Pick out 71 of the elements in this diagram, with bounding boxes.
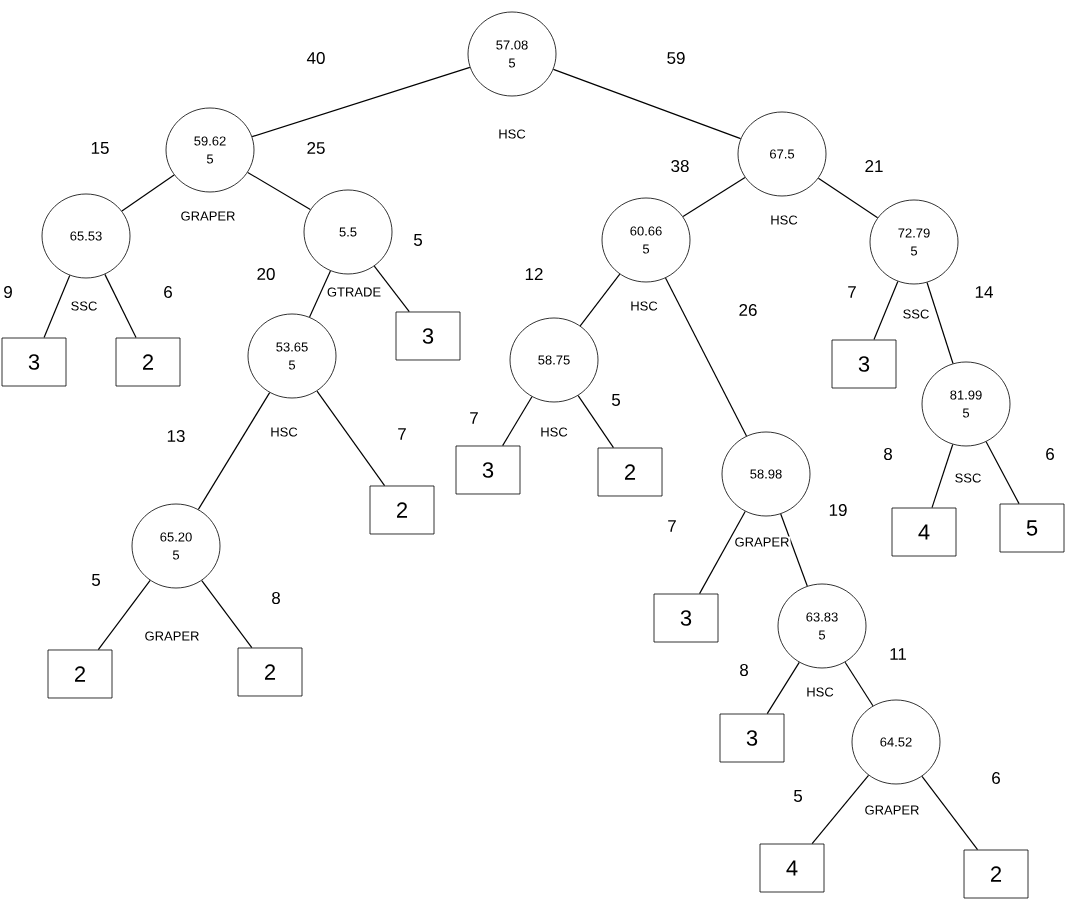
branch-line — [664, 277, 748, 437]
edge-label: 6 — [1043, 446, 1057, 462]
edge-label: 13 — [164, 428, 188, 444]
edge-label: 38 — [668, 158, 692, 174]
branch-line — [682, 176, 746, 218]
leaf-box: 2 — [115, 337, 181, 387]
branch-line — [309, 270, 332, 318]
edge-label: 7 — [665, 518, 679, 534]
branch-line — [247, 171, 311, 211]
leaf-box: 3 — [653, 593, 719, 643]
branch-line — [817, 177, 879, 219]
branch-line — [873, 280, 899, 341]
edge-label: 11 — [887, 646, 909, 662]
branch-line — [766, 661, 800, 715]
branch-line — [921, 775, 979, 851]
leaf-box: 4 — [891, 507, 957, 557]
branch-line — [316, 390, 386, 487]
edge-label: 7 — [467, 410, 481, 426]
leaf-box: 3 — [831, 339, 897, 389]
edge-label: 5 — [609, 392, 623, 408]
leaf-box: 5 — [999, 503, 1065, 553]
edge-label: 19 — [826, 502, 850, 518]
branch-line — [780, 513, 808, 587]
edge-label: 5 — [411, 232, 425, 248]
branch-line — [201, 579, 253, 649]
branch-line — [97, 579, 151, 651]
edge-label: 6 — [161, 284, 175, 300]
branch-line — [698, 510, 746, 595]
leaf-box: 2 — [597, 447, 663, 497]
edge-label: 21 — [862, 158, 886, 174]
leaf-box: 3 — [1, 337, 67, 387]
leaf-box: 2 — [963, 849, 1029, 899]
branch-line — [43, 274, 71, 339]
edge-label: 5 — [89, 572, 103, 588]
branch-line — [251, 66, 471, 138]
edge-label: 8 — [737, 662, 751, 678]
leaf-box: 3 — [455, 445, 521, 495]
leaf-box: 2 — [369, 485, 435, 535]
edge-label: 59 — [664, 50, 688, 66]
branch-line — [811, 774, 870, 845]
branch-line — [844, 661, 874, 707]
branch-line — [121, 174, 175, 212]
branch-line — [104, 273, 137, 339]
edge-label: 5 — [791, 788, 805, 804]
edge-label: 14 — [972, 284, 996, 300]
edge-label: 9 — [1, 284, 15, 300]
edge-label: 15 — [88, 140, 112, 156]
edge-label: 8 — [881, 446, 895, 462]
leaf-box: 3 — [719, 713, 785, 763]
leaf-box: 3 — [395, 311, 461, 361]
edge-label: 6 — [989, 770, 1003, 786]
edge-label: 12 — [522, 266, 546, 282]
branch-line — [502, 396, 533, 447]
branch-line — [931, 443, 954, 509]
branch-line — [926, 281, 954, 365]
edge-label: 40 — [304, 50, 328, 66]
edge-label: 7 — [395, 426, 409, 442]
leaf-box: 2 — [47, 649, 113, 699]
branch-line — [552, 68, 742, 140]
edge-label: 26 — [736, 302, 760, 318]
branch-line — [579, 273, 621, 327]
branch-line — [373, 265, 410, 313]
branch-line — [197, 392, 271, 510]
branch-line — [985, 441, 1020, 505]
edge-label: 7 — [845, 284, 859, 300]
leaf-box: 2 — [237, 647, 303, 697]
edge-label: 8 — [269, 590, 283, 606]
branch-line — [577, 394, 615, 449]
leaf-box: 4 — [759, 843, 825, 893]
edge-label: 25 — [304, 140, 328, 156]
edge-label: 20 — [254, 266, 278, 282]
